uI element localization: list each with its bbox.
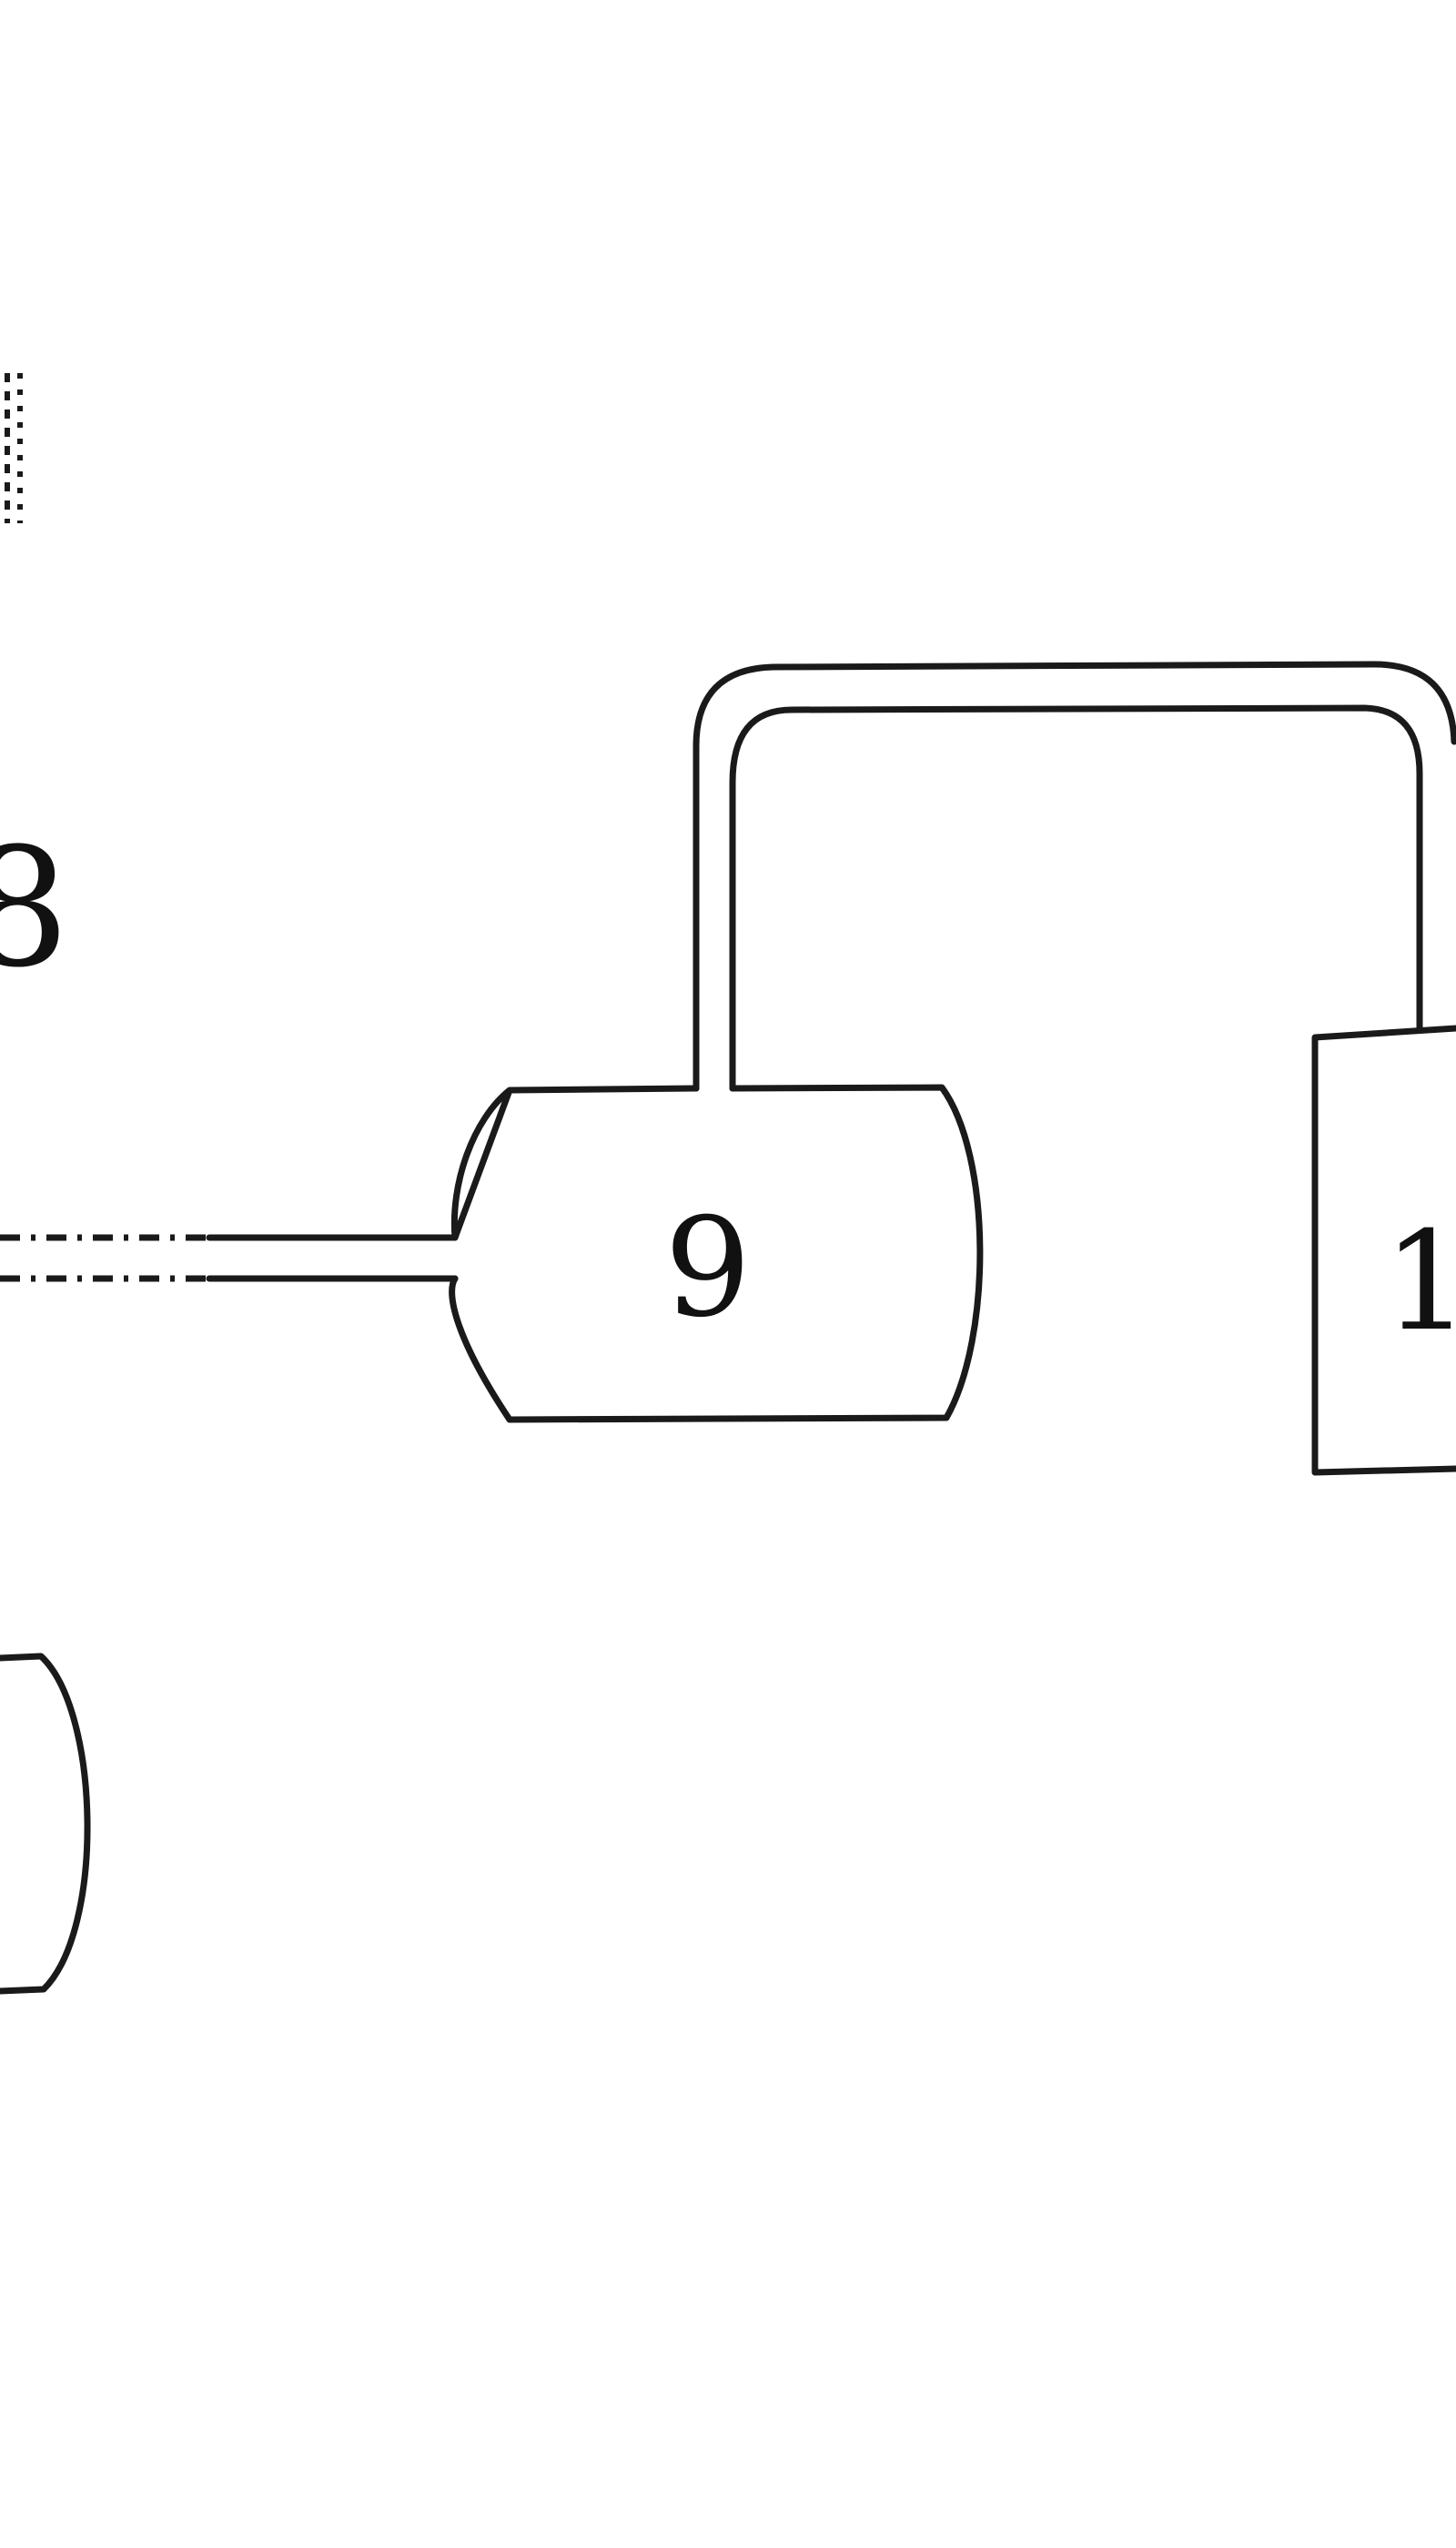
label-component-10: 1 xyxy=(1383,1203,1456,1361)
partial-rounded-shape xyxy=(0,1653,91,1995)
dashed-connector-left xyxy=(0,1234,459,1282)
component-9-shape xyxy=(449,1084,984,1423)
partial-dotted-element xyxy=(5,373,23,523)
label-component-9: 9 xyxy=(664,1189,751,1348)
component-10-box xyxy=(1311,1025,1456,1476)
label-component-8: 8 xyxy=(0,814,70,1004)
pipe-connector xyxy=(693,661,1456,1092)
